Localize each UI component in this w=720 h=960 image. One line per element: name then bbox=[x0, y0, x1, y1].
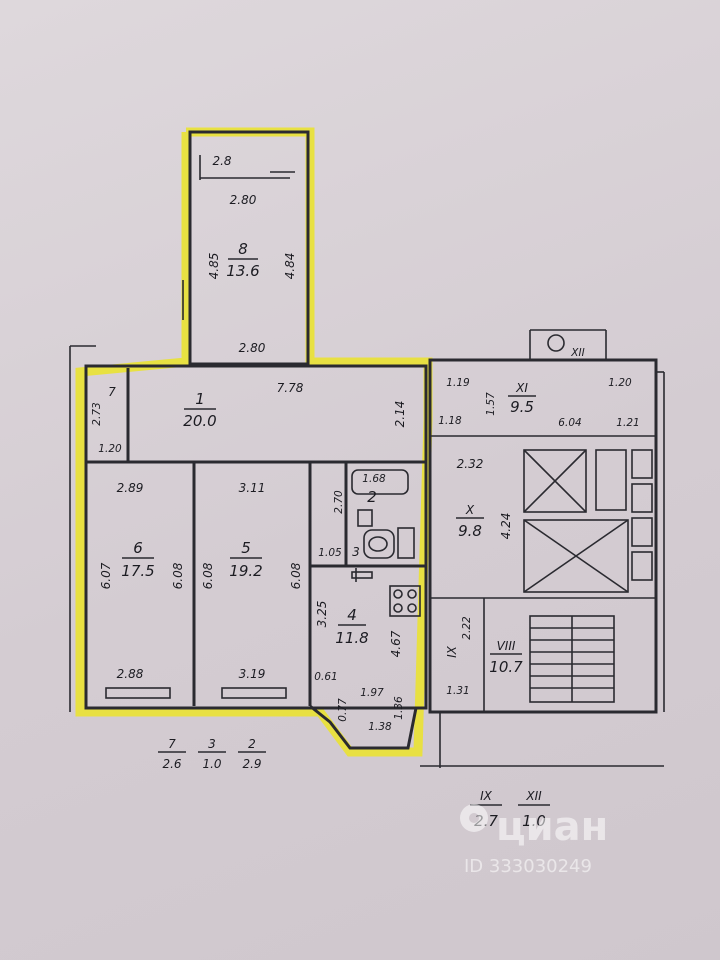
dim-label: 2.89 bbox=[117, 481, 144, 495]
room-6-id: 6 bbox=[133, 539, 143, 557]
walls bbox=[69, 130, 428, 750]
dim-label: 1.18 bbox=[438, 415, 462, 427]
dim-label: 3.19 bbox=[239, 667, 266, 681]
common-area bbox=[420, 329, 665, 768]
dim-label: 2.70 bbox=[333, 490, 345, 514]
dim-label: 1.19 bbox=[446, 377, 470, 389]
summary-right-value: 1.0 bbox=[522, 812, 546, 830]
dim-label: 2.8 bbox=[212, 154, 231, 168]
room-7-id: 7 bbox=[108, 385, 116, 399]
watermark-id: ID 333030249 bbox=[464, 856, 592, 877]
room-XII-id: XII bbox=[570, 347, 584, 359]
room-XI-id: XI bbox=[515, 381, 528, 395]
dim-label: 2.14 bbox=[393, 401, 407, 428]
dim-label: 1.20 bbox=[98, 443, 122, 455]
summary-left-label: 3 bbox=[208, 737, 216, 751]
dim-label: 1.05 bbox=[318, 547, 342, 559]
dim-label: 6.04 bbox=[558, 417, 581, 429]
dim-label: 6.07 bbox=[99, 562, 113, 589]
dim-label: 3.11 bbox=[239, 481, 266, 495]
dim-label: 4.24 bbox=[499, 513, 513, 540]
room-IX-id: IX bbox=[445, 645, 459, 658]
room-VIII-id: VIII bbox=[497, 639, 516, 653]
room-1-id: 1 bbox=[195, 390, 205, 408]
room-3-id: 3 bbox=[352, 545, 360, 559]
summary-left: 7 2.6 3 1.0 2 2.9 bbox=[158, 737, 266, 771]
dim-label: 2.80 bbox=[230, 193, 257, 207]
summary-left-value: 2.9 bbox=[242, 757, 261, 771]
dim-label: 3.25 bbox=[315, 601, 329, 628]
dim-label: 4.84 bbox=[283, 253, 297, 280]
dim-label: 1.57 bbox=[485, 392, 497, 416]
dim-label: 1.21 bbox=[616, 417, 639, 429]
dim-label: 2.80 bbox=[239, 341, 266, 355]
summary-left-label: 7 bbox=[168, 737, 176, 751]
room-6-area: 17.5 bbox=[121, 562, 154, 580]
room-2-id: 2 bbox=[367, 488, 377, 506]
dim-label: 1.36 bbox=[393, 696, 405, 720]
summary-left-value: 2.6 bbox=[162, 757, 181, 771]
room-labels: 8 13.6 1 20.0 7 6 17.5 5 19.2 2 3 4 11.8… bbox=[108, 240, 585, 676]
dim-label: 0.77 bbox=[337, 698, 349, 722]
dim-label: 6.08 bbox=[171, 562, 185, 589]
room-4-id: 4 bbox=[347, 606, 357, 624]
room-5-area: 19.2 bbox=[229, 562, 262, 580]
dim-label: 0.61 bbox=[314, 671, 337, 683]
room-8-id: 8 bbox=[238, 240, 248, 258]
dim-label: 4.85 bbox=[207, 253, 221, 280]
summary-left-value: 1.0 bbox=[202, 757, 221, 771]
room-5-id: 5 bbox=[241, 539, 251, 557]
room-4-area: 11.8 bbox=[335, 629, 368, 647]
summary-left-label: 2 bbox=[248, 737, 256, 751]
watermark: циан ID 333030249 bbox=[460, 804, 608, 877]
location-pin-icon bbox=[460, 804, 488, 832]
dim-label: 2.88 bbox=[117, 667, 144, 681]
dimension-labels: 2.8 2.80 4.85 4.84 2.80 7.78 2.14 2.73 1… bbox=[91, 154, 640, 733]
dim-label: 7.78 bbox=[277, 381, 304, 395]
dim-label: 1.38 bbox=[368, 721, 392, 733]
room-X-area: 9.8 bbox=[458, 522, 482, 540]
apartment-highlight bbox=[75, 127, 433, 757]
dim-label: 1.31 bbox=[446, 685, 469, 697]
dim-label: 1.97 bbox=[360, 687, 384, 699]
dim-label: 2.32 bbox=[457, 457, 484, 471]
dim-label: 2.22 bbox=[461, 616, 473, 640]
dim-label: 6.08 bbox=[201, 562, 215, 589]
room-XI-area: 9.5 bbox=[510, 398, 534, 416]
room-1-area: 20.0 bbox=[183, 412, 216, 430]
room-X-id: X bbox=[465, 503, 475, 517]
dim-label: 2.73 bbox=[91, 402, 103, 425]
dim-label: 1.20 bbox=[608, 377, 632, 389]
dim-label: 4.67 bbox=[389, 630, 403, 657]
dim-label: 1.68 bbox=[362, 473, 386, 485]
watermark-brand: циан bbox=[496, 804, 608, 850]
summary-right-label: IX bbox=[480, 789, 493, 803]
room-8-area: 13.6 bbox=[226, 262, 259, 280]
room-VIII-area: 10.7 bbox=[489, 658, 523, 676]
dim-label: 6.08 bbox=[289, 562, 303, 589]
summary-right-label: XII bbox=[525, 789, 542, 803]
